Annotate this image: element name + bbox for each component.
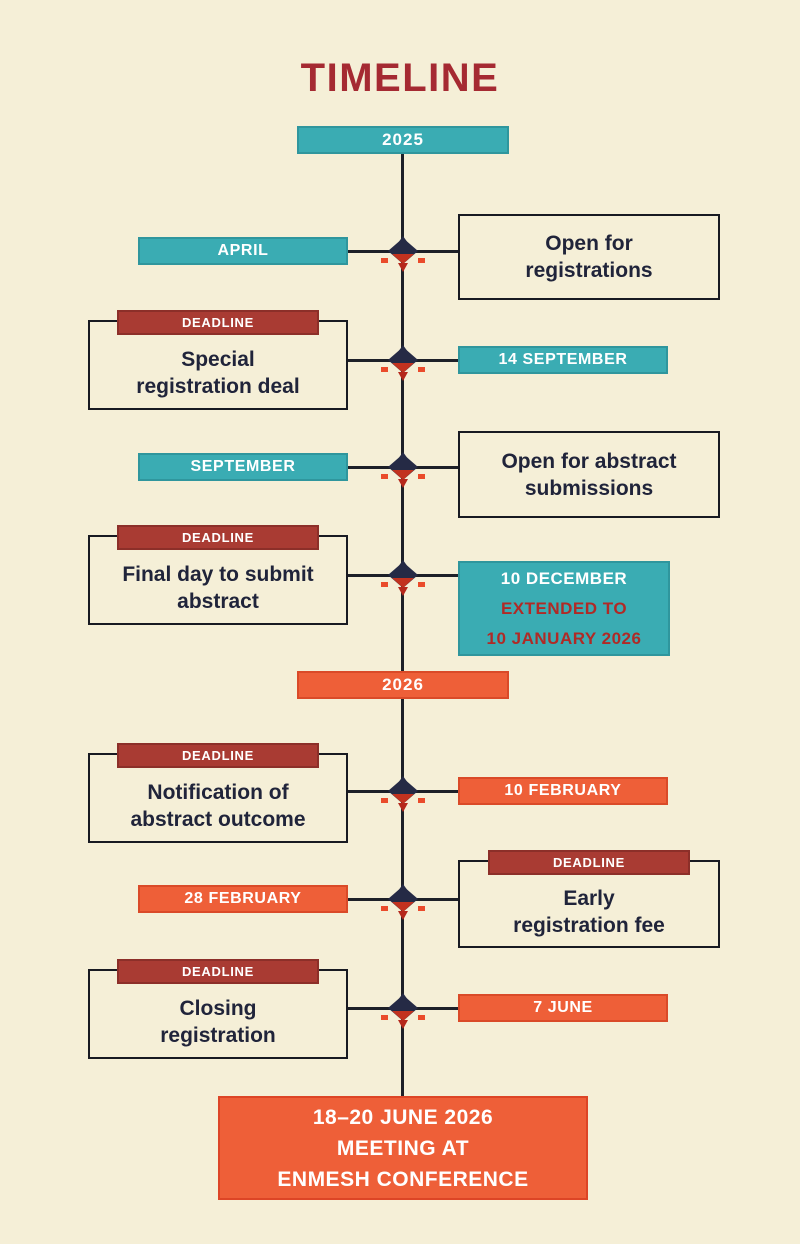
timeline-node-icon [381,345,425,381]
event-date-14-september: 14 SEPTEMBER [458,346,668,374]
event-date-10-february: 10 FEBRUARY [458,777,668,805]
timeline-node-icon [381,560,425,596]
event-text-line: registration fee [513,914,665,937]
event-text-line: Final day to submit [122,563,314,586]
event-text-line: Closing [179,997,257,1020]
timeline-node-icon [381,993,425,1029]
deadline-tag: DEADLINE [117,959,319,984]
footer-meeting-box: 18–20 JUNE 2026 MEETING AT ENMESH CONFER… [218,1096,588,1200]
footer-line-dates: 18–20 JUNE 2026 [312,1105,494,1129]
timeline-axis-line [401,153,404,1096]
timeline-node-icon [381,452,425,488]
extended-note-line: 10 JANUARY 2026 [486,628,642,648]
extended-note-line: EXTENDED TO [500,598,628,618]
deadline-tag: DEADLINE [117,743,319,768]
event-text-line: submissions [524,476,654,500]
event-date-april: APRIL [138,237,348,265]
deadline-tag: DEADLINE [117,310,319,335]
event-text-line: Early [563,887,615,910]
deadline-tag: DEADLINE [488,850,690,875]
event-text-line: abstract [177,590,259,613]
event-date-7-june: 7 JUNE [458,994,668,1022]
event-text-line: registration deal [136,375,300,398]
timeline-node-icon [381,236,425,272]
deadline-tag: DEADLINE [117,525,319,550]
event-text-line: Special [181,348,255,371]
year-badge-2025: 2025 [297,126,509,154]
timeline-node-icon [381,884,425,920]
event-box-open-abstract-submissions: Open for abstract submissions [458,431,720,518]
event-date-10-december-extended: 10 DECEMBER EXTENDED TO 10 JANUARY 2026 [458,561,670,656]
event-text-line: abstract outcome [130,808,306,831]
event-date-28-february: 28 FEBRUARY [138,885,348,913]
event-box-open-registrations: Open for registrations [458,214,720,300]
year-badge-2026: 2026 [297,671,509,699]
event-text-line: Notification of [147,781,289,804]
event-date-september: SEPTEMBER [138,453,348,481]
event-text-line: Open for abstract [501,449,677,473]
event-date-10-december: 10 DECEMBER [500,568,628,588]
page-title: TIMELINE [300,56,500,100]
footer-line-meeting: MEETING AT [336,1136,470,1160]
event-text-line: registrations [525,259,653,282]
footer-line-conference: ENMESH CONFERENCE [277,1167,529,1191]
event-text-line: Open for [545,232,633,255]
timeline-node-icon [381,776,425,812]
event-text-line: registration [160,1024,276,1047]
